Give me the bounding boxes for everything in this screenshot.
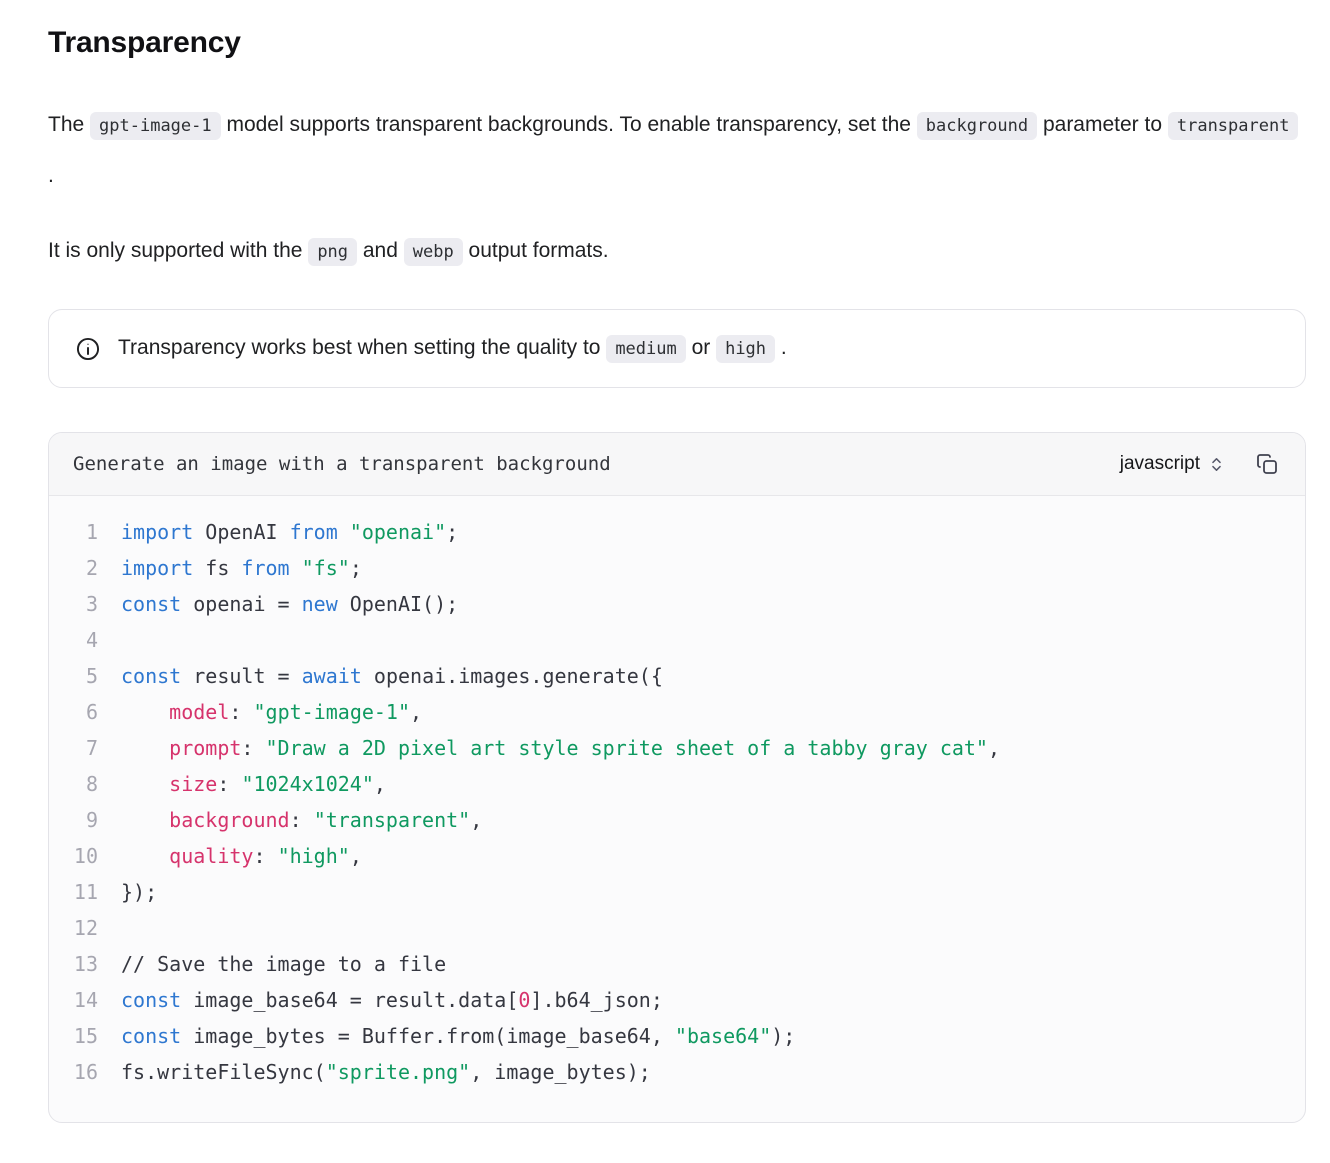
inline-code-chip: webp	[403, 238, 463, 266]
code-line: 10 quality: "high",	[49, 838, 1281, 874]
code-line: 8 size: "1024x1024",	[49, 766, 1281, 802]
code-line: 14 const image_base64 = result.data[0].b6…	[49, 982, 1281, 1018]
code-line: 1 import OpenAI from "openai";	[49, 514, 1281, 550]
callout-text: Transparency works best when setting the…	[118, 331, 787, 366]
line-number: 10	[73, 844, 98, 868]
code-line: 2 import fs from "fs";	[49, 550, 1281, 586]
code-editor: 1 import OpenAI from "openai"; 2 import fs …	[49, 496, 1305, 1122]
formats-paragraph: It is only supported with the png and we…	[48, 226, 1306, 277]
code-block-header: Generate an image with a transparent bac…	[49, 433, 1305, 496]
line-content: const openai = new OpenAI();	[121, 592, 459, 616]
line-number: 13	[73, 952, 98, 976]
inline-code-chip: high	[716, 335, 776, 363]
line-number: 11	[73, 880, 98, 904]
line-number: 7	[85, 736, 98, 760]
info-callout: Transparency works best when setting the…	[48, 309, 1306, 388]
line-content: size: "1024x1024",	[169, 772, 386, 796]
line-number: 2	[85, 556, 98, 580]
line-number: 3	[85, 592, 98, 616]
line-number: 5	[85, 664, 98, 688]
language-label: javascript	[1119, 453, 1200, 474]
line-content: const result = await openai.images.gener…	[121, 664, 663, 688]
line-number: 12	[73, 916, 98, 940]
code-line: 6 model: "gpt-image-1",	[49, 694, 1281, 730]
copy-icon	[1255, 452, 1279, 476]
code-line: 12	[49, 910, 1281, 946]
line-content: const image_base64 = result.data[0].b64_…	[121, 988, 663, 1012]
code-line: 5 const result = await openai.images.gene…	[49, 658, 1281, 694]
line-number: 15	[73, 1024, 98, 1048]
inline-code-chip: png	[308, 238, 358, 266]
line-number: 16	[73, 1060, 98, 1084]
language-selector[interactable]: javascript	[1120, 453, 1225, 475]
line-content: // Save the image to a file	[121, 952, 447, 976]
code-line: 16 fs.writeFileSync("sprite.png", image_b…	[49, 1054, 1281, 1090]
code-block-controls: javascript	[1120, 452, 1279, 476]
line-number: 6	[85, 700, 98, 724]
line-content: background: "transparent",	[169, 808, 483, 832]
code-line: 3 const openai = new OpenAI();	[49, 586, 1281, 622]
inline-code-chip: transparent	[1167, 112, 1299, 140]
code-line: 7 prompt: "Draw a 2D pixel art style spr…	[49, 730, 1281, 766]
code-line: 4	[49, 622, 1281, 658]
line-content: });	[121, 880, 158, 904]
chevron-up-down-icon	[1208, 456, 1225, 473]
line-content: import OpenAI from "openai";	[121, 520, 459, 544]
inline-code-chip: medium	[606, 335, 686, 363]
line-content: fs.writeFileSync("sprite.png", image_byt…	[121, 1060, 651, 1084]
info-icon	[75, 336, 101, 362]
line-number: 4	[85, 628, 98, 652]
code-line: 15 const image_bytes = Buffer.from(image_…	[49, 1018, 1281, 1054]
line-content	[121, 910, 133, 946]
line-content: prompt: "Draw a 2D pixel art style sprit…	[169, 736, 1001, 760]
line-content: const image_bytes = Buffer.from(image_ba…	[121, 1024, 796, 1048]
line-content	[121, 622, 133, 658]
line-number: 1	[85, 520, 98, 544]
line-number: 8	[85, 772, 98, 796]
line-content: model: "gpt-image-1",	[169, 700, 423, 724]
code-line: 11});	[49, 874, 1281, 910]
inline-code-chip: gpt-image-1	[90, 112, 221, 140]
copy-code-button[interactable]	[1255, 452, 1279, 476]
code-line: 13 // Save the image to a file	[49, 946, 1281, 982]
intro-paragraph: The gpt-image-1 model supports transpare…	[48, 100, 1306, 200]
inline-code-chip: background	[916, 112, 1038, 140]
code-lines: 1 import OpenAI from "openai"; 2 import fs …	[49, 514, 1281, 1090]
code-block-title: Generate an image with a transparent bac…	[73, 453, 611, 475]
line-content: quality: "high",	[169, 844, 362, 868]
line-number: 9	[85, 808, 98, 832]
code-line: 9 background: "transparent",	[49, 802, 1281, 838]
line-content: import fs from "fs";	[121, 556, 362, 580]
code-block-card: Generate an image with a transparent bac…	[48, 432, 1306, 1123]
line-number: 14	[73, 988, 98, 1012]
page-title: Transparency	[48, 26, 241, 59]
